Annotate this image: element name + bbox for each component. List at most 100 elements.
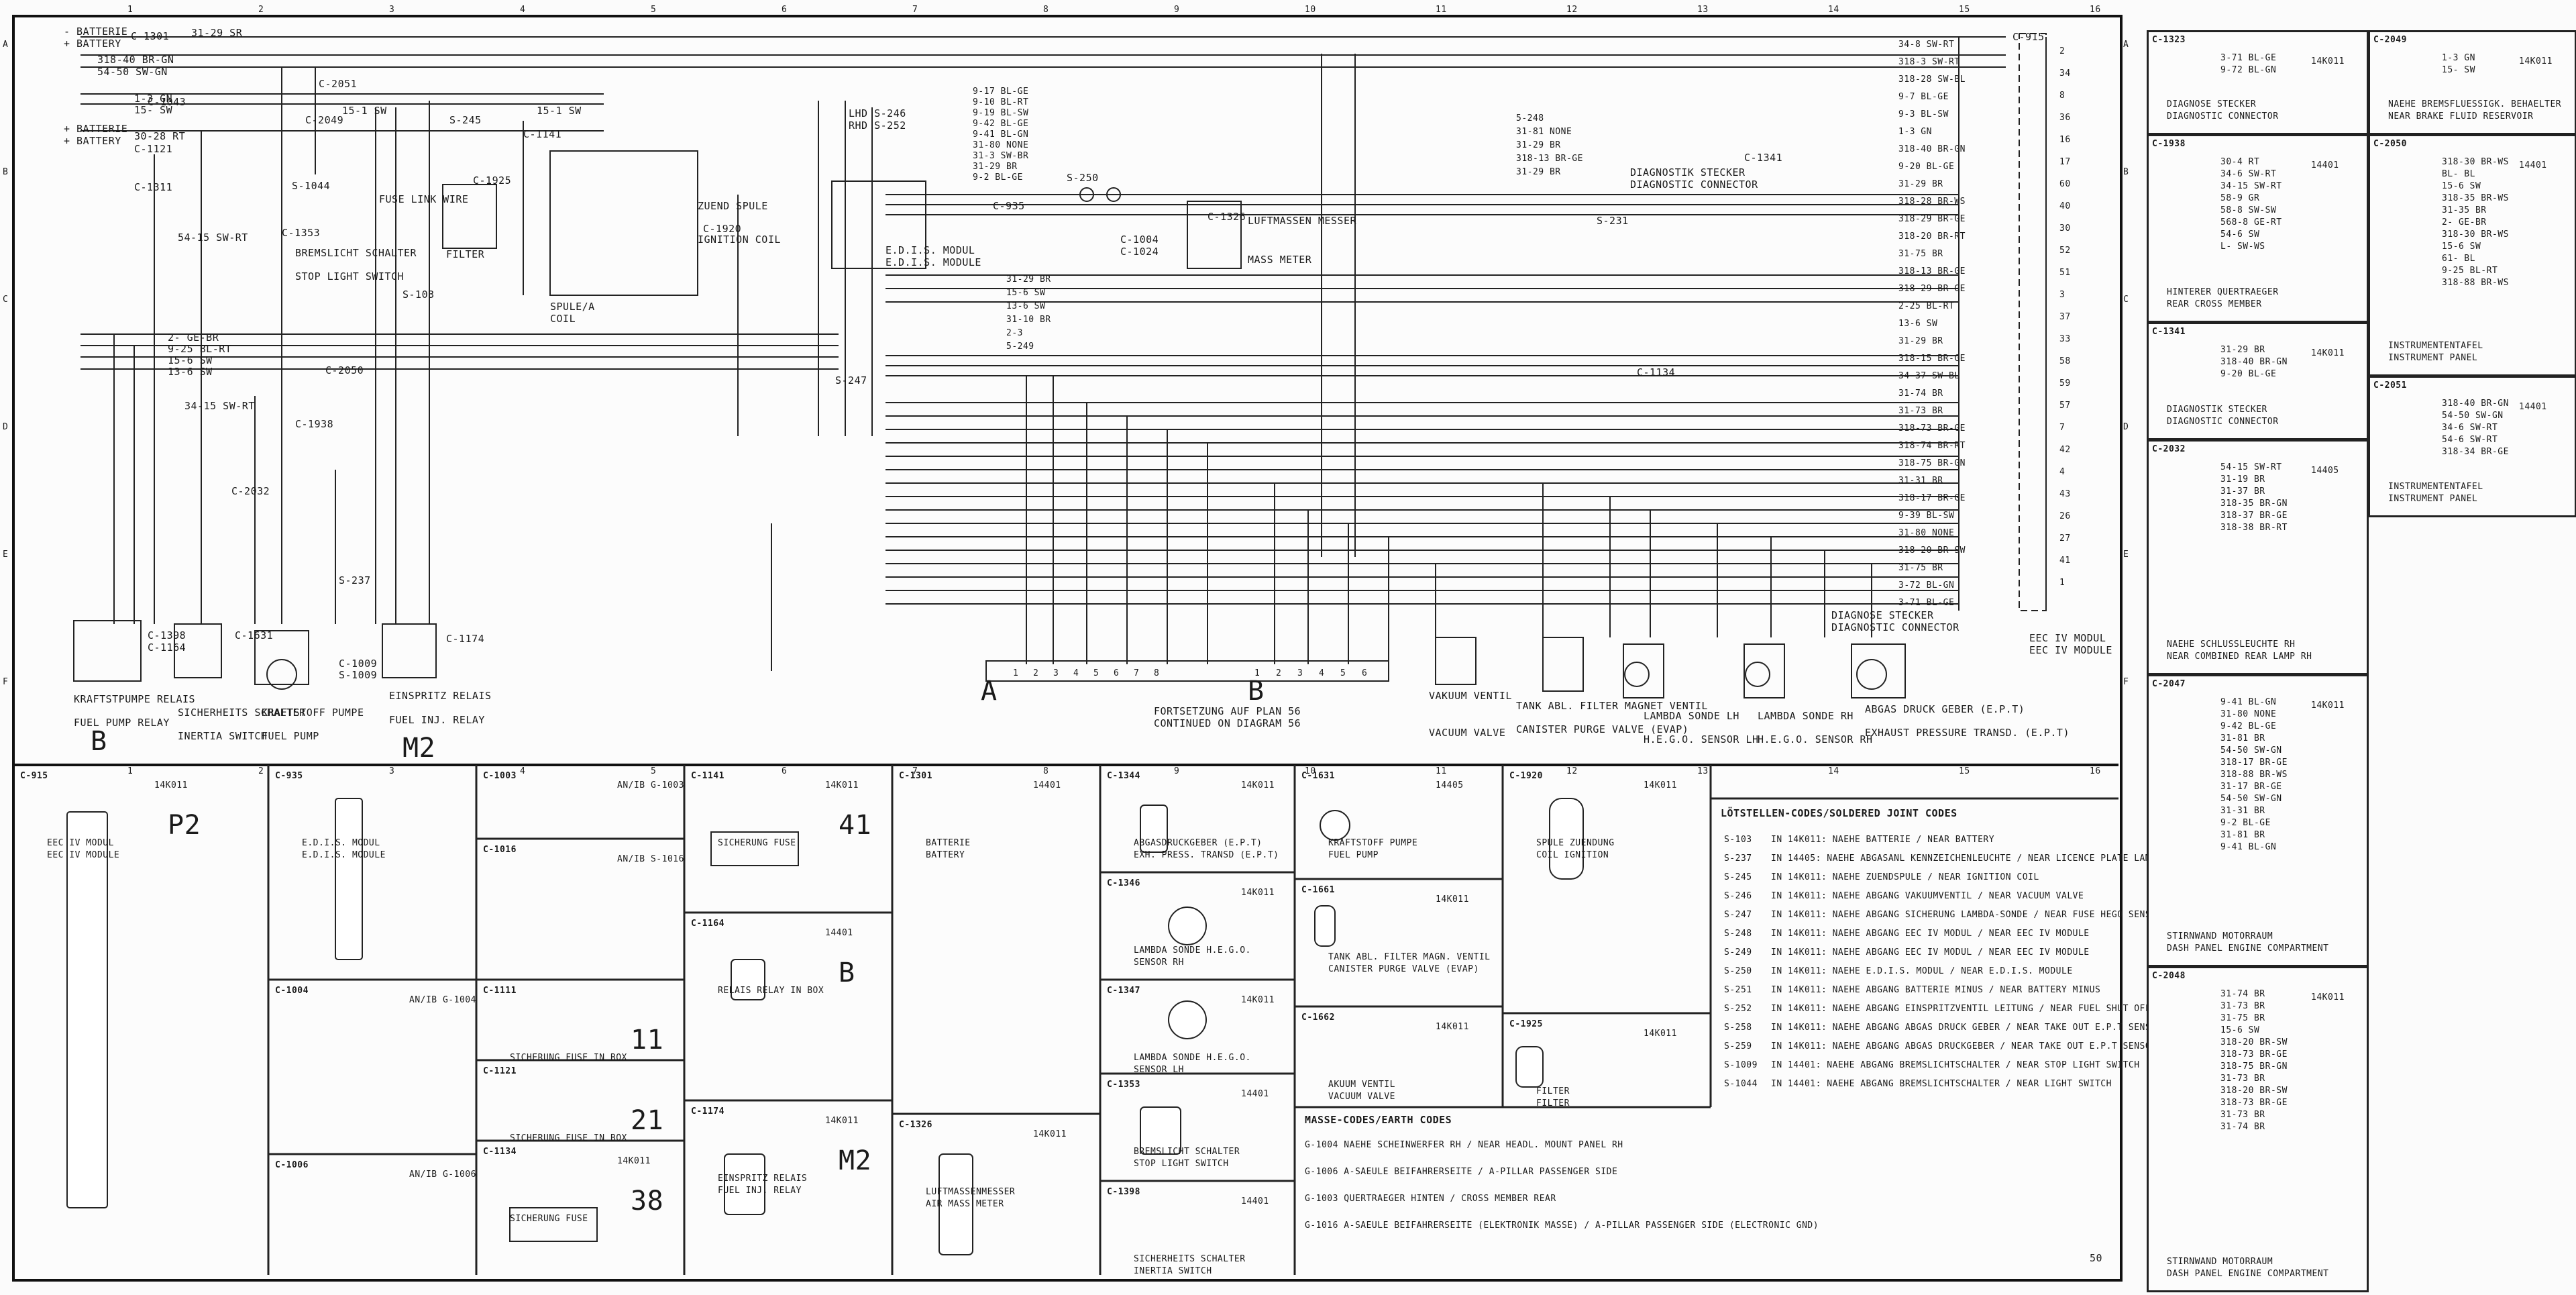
row-header: F [2123,677,2129,687]
wire-label: 58-8 SW-SW [2220,205,2277,215]
ecu-title: EEC IV MODUL [2029,632,2106,644]
wire-label: 31-81 NONE [1516,127,1572,137]
panel-subtitle: FUEL INJ. RELAY [718,1186,802,1196]
wire-label: 2-25 BL-RT [1898,301,1955,311]
wire-label: 31-80 NONE [1898,528,1955,538]
column-header: 16 [2090,766,2101,776]
wire-label: 318-20 BR-SW [2220,1037,2288,1047]
panel-code: 14K011 [154,780,188,790]
column-header: 11 [1436,5,1447,15]
ecu-pin: 51 [2059,268,2071,278]
wire-label: 3-72 BL-GN [1898,580,1955,590]
wire-label: 30-4 RT [2220,157,2260,167]
panel-title: SPULE ZUENDUNG [1536,838,1615,848]
joint-text: IN 14K011: NAEHE ABGANG VAKUUMVENTIL / N… [1771,891,2084,901]
panel-id: C-1346 [1107,878,1140,888]
right-panel-code: 14405 [2311,466,2339,476]
component-label: DIAGNOSTIK STECKER [1630,166,1746,178]
wire-label: 9-25 BL-RT [168,343,232,355]
right-panel-title: INSTRUMENTENTAFEL [2388,482,2483,492]
component-label: BREMSLICHT SCHALTER [295,247,417,259]
wire-label: 31-29 BR [2220,345,2265,355]
panel-code: AN/IB S-1016 [617,854,684,864]
ecu-pin: 30 [2059,223,2071,234]
wire-label: 1-3 GN [134,93,173,105]
joint-code: S-250 [1724,966,1752,976]
wire-label: 54-6 SW-RT [2442,435,2498,445]
ecu-pin: 42 [2059,445,2071,455]
column-header: 15 [1959,766,1970,776]
row-header: B [2123,167,2129,177]
wire-label: 31-73 BR [1898,406,1943,416]
wire-label: 58-9 GR [2220,193,2260,203]
panel-code: 14K011 [1033,1129,1067,1139]
component-label: SPULE/A [550,301,595,313]
column-header: 1 [127,5,133,15]
column-header: 10 [1305,5,1316,15]
connector-label: C-1043 [148,96,186,108]
panel-title: SICHERUNG FUSE [718,838,796,848]
wire-label: 3-71 BL-GE [1898,598,1955,608]
wire-label: 318-20 BR-SW [1898,546,1966,556]
ecu-pin: 34 [2059,68,2071,79]
joint-code: S-247 [1724,910,1752,920]
column-header: 2 [258,766,264,776]
panel-subtitle: FILTER [1536,1098,1570,1108]
right-panel-code: 14K011 [2311,992,2345,1002]
panel-id: C-1164 [691,919,724,929]
wire-label: 318-40 BR-GN [97,54,174,66]
pin-number: 6 [1362,668,1368,678]
panel-subtitle: SENSOR RH [1134,957,1184,968]
panel-subtitle: SENSOR LH [1134,1065,1184,1075]
pin-number: 2 [1033,668,1039,678]
wire-label: 31-75 BR [2220,1013,2265,1023]
wire-label: 318-73 BR-GE [1898,423,1966,433]
ecu-pin: 26 [2059,511,2071,521]
wire-label: 31-73 BR [2220,1001,2265,1011]
wire-label: 31-74 BR [2220,1122,2265,1132]
wire-label: 9-25 BL-RT [2442,266,2498,276]
component-label: FUSE LINK WIRE [379,193,469,205]
wire-label: 318-74 BR-RT [1898,441,1966,451]
pin-number: 6 [1114,668,1120,678]
battery-label-2: + BATTERY [64,38,121,50]
wire-label: 318-35 BR-GN [2220,499,2288,509]
wire-label: 30-28 RT [134,130,186,142]
right-panel-id: C-2047 [2152,679,2186,689]
pin-number: 3 [1053,668,1059,678]
right-panel-code: 14401 [2311,160,2339,170]
panel-id: C-1141 [691,771,724,781]
wire-label: 2-3 [1006,328,1023,338]
main-diagram-frame [12,15,2123,1282]
right-panel-title: STIRNWAND MOTORRAUM [2167,1257,2273,1267]
wire-label: 31-74 BR [2220,989,2265,999]
wire-label: 9-41 BL-GN [2220,697,2277,707]
component-label: E.D.I.S. MODUL [885,244,975,256]
panel-title: AKUUM VENTIL [1328,1080,1395,1090]
joint-code: S-245 [1724,872,1752,882]
joint-code: S-1009 [1724,1060,1758,1070]
wire-label: 31-73 BR [2220,1110,2265,1120]
wire-label: 318-40 BR-GN [2442,399,2509,409]
wire-label: 31-75 BR [1898,563,1943,573]
ecu-pin: 41 [2059,556,2071,566]
component-label: INERTIA SWITCH [178,730,268,742]
column-header: 14 [1828,5,1839,15]
ecu-pin: 2 [2059,46,2065,56]
wire-label: 318-30 BR-WS [2442,157,2509,167]
column-header: 7 [912,5,918,15]
joint-code: S-1044 [1724,1079,1758,1089]
wire-label: 15-6 SW [1006,288,1046,298]
panel-id: C-1134 [483,1147,517,1157]
right-panel-code: 14K011 [2311,701,2345,711]
component-label: ABGAS DRUCK GEBER (E.P.T) [1865,703,2025,715]
panel-id: C-1301 [899,771,932,781]
connector-label: C-1121 [134,143,173,155]
wire-label: 1-3 GN [1898,127,1932,137]
wire-label: 54-15 SW-RT [178,231,248,244]
connector-label: C-1341 [1744,152,1783,164]
connector-label: S-250 [1067,172,1099,184]
column-header: 7 [912,766,918,776]
column-header: 5 [651,766,657,776]
right-panel-code: 14K011 [2311,56,2345,66]
